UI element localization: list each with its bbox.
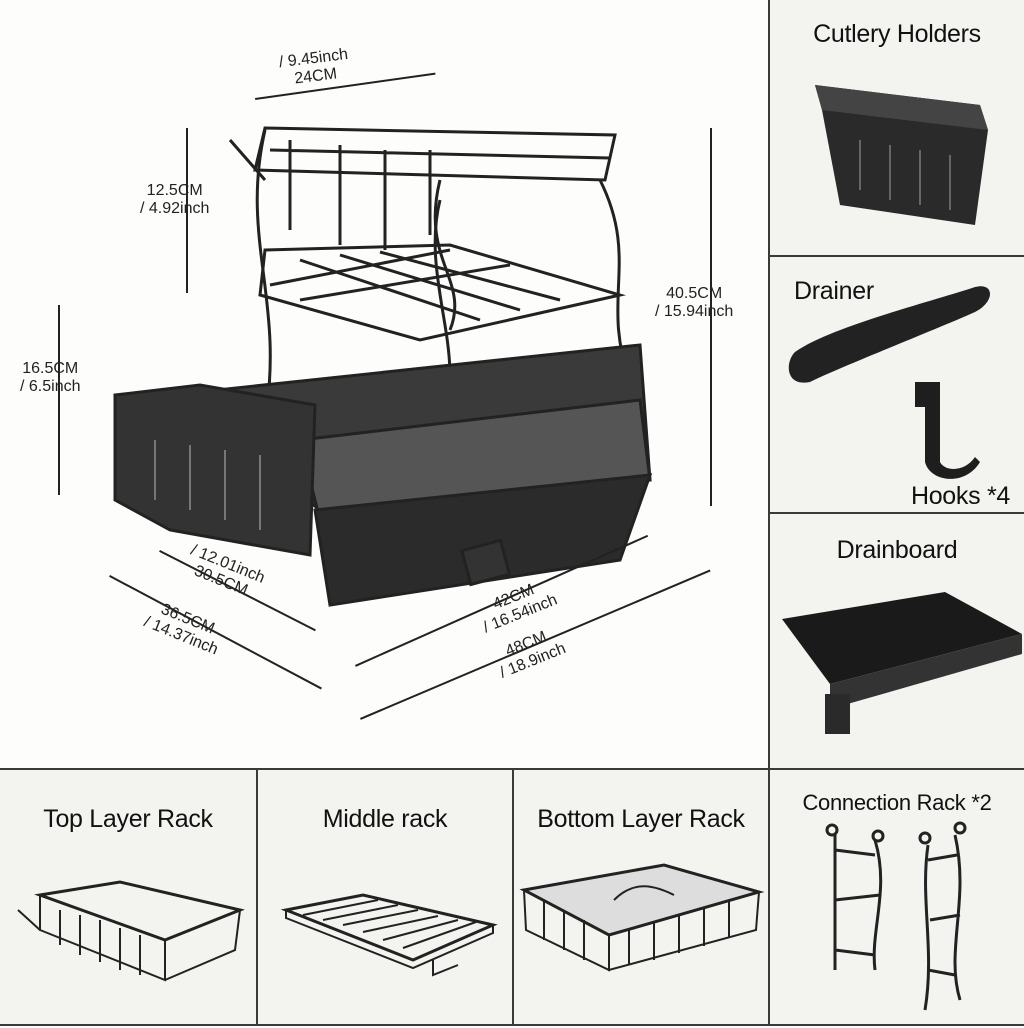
panel-title: Top Layer Rack — [43, 805, 213, 833]
connection-rack-image — [825, 821, 967, 1011]
dish-rack-illustration — [113, 126, 653, 607]
panel-title: Connection Rack *2 — [802, 790, 992, 815]
dim-text: 12.5CM — [146, 182, 203, 199]
dim-text: 40.5CM — [666, 285, 723, 302]
top-layer-rack-image — [17, 880, 245, 982]
panel-title: Drainboard — [836, 536, 958, 564]
dim-line-top-height — [186, 128, 188, 293]
dim-line-total-height — [710, 128, 712, 506]
bottom-layer-rack-image — [519, 863, 765, 972]
panel-drainboard: Drainboard — [768, 512, 1024, 770]
panel-top-layer-rack: Top Layer Rack — [0, 768, 258, 1026]
cutlery-holder-image — [815, 85, 988, 225]
middle-rack-image — [280, 893, 498, 977]
dim-text: / 15.94inch — [655, 303, 734, 320]
panel-bottom-layer-rack: Bottom Layer Rack — [512, 768, 770, 1026]
panel-drainer-hooks: Drainer Hooks *4 — [768, 255, 1024, 514]
dim-text: / 6.5inch — [20, 378, 81, 395]
panel-connection-rack: Connection Rack *2 — [768, 768, 1024, 1026]
panel-title: Drainer — [794, 277, 874, 305]
drainer-image — [788, 286, 990, 479]
dim-text: 16.5CM — [22, 360, 79, 377]
panel-cutlery-holders: Cutlery Holders — [768, 0, 1024, 257]
dim-line-middle-height — [58, 305, 60, 495]
panel-middle-rack: Middle rack — [256, 768, 514, 1026]
panel-title-hooks: Hooks *4 — [910, 482, 1010, 510]
panel-title: Middle rack — [322, 805, 448, 833]
hook-image — [915, 382, 980, 479]
panel-title: Cutlery Holders — [813, 20, 981, 48]
panel-title: Bottom Layer Rack — [537, 805, 745, 833]
dim-total-height: 40.5CM/ 15.94inch — [655, 285, 733, 321]
dim-text: / 4.92inch — [140, 200, 210, 217]
dim-middle-height: 16.5CM/ 6.5inch — [20, 360, 80, 396]
drainboard-image — [782, 592, 1022, 734]
dim-top-height: 12.5CM/ 4.92inch — [140, 182, 209, 218]
